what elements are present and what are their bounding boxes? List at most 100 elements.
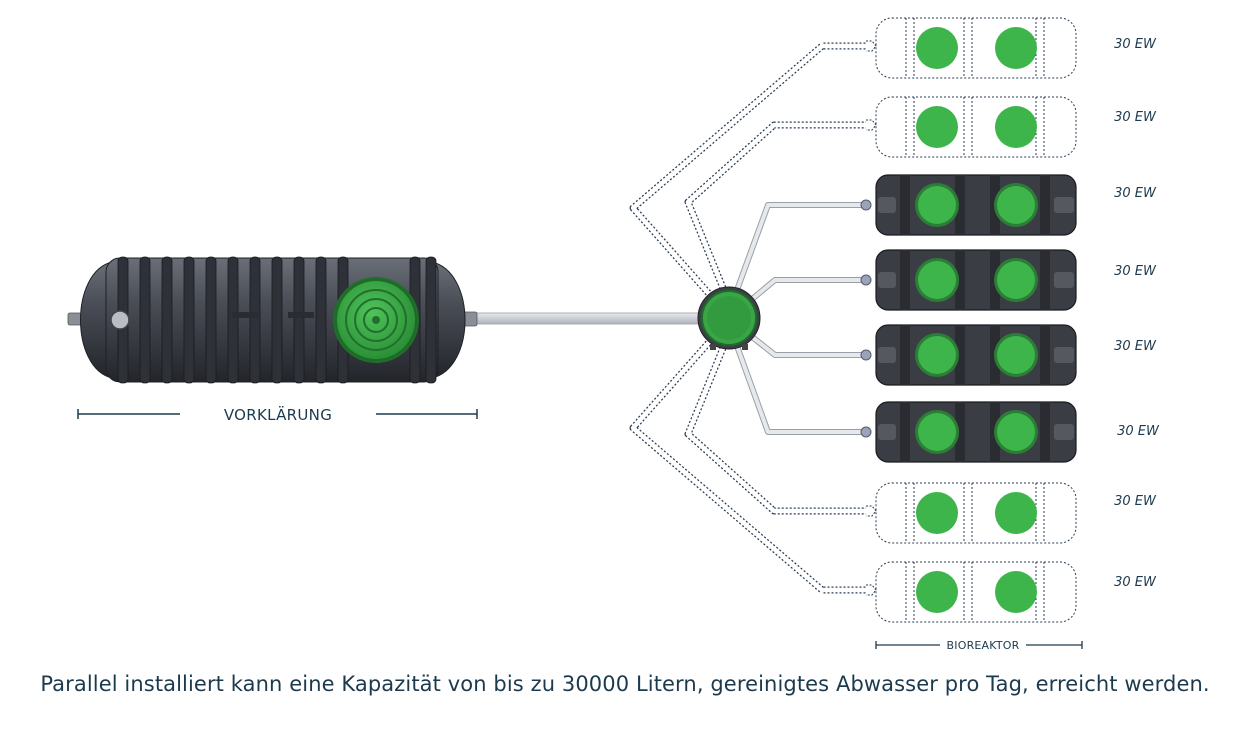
reactor-rib <box>955 175 965 235</box>
tank-rib <box>227 256 239 384</box>
reactor-lid <box>916 571 958 613</box>
tank-rib <box>139 256 151 384</box>
reactor-outlet <box>1054 197 1074 213</box>
reactor-rib <box>955 250 965 310</box>
pipe-optional-end <box>866 584 877 596</box>
tank-rib <box>205 256 217 384</box>
pipe-installed <box>734 344 862 435</box>
bioreactor-array <box>875 17 1077 623</box>
capacity-label-4: 30 EW <box>1114 264 1157 279</box>
pipe-optional-end <box>866 40 877 52</box>
tank-rib <box>161 256 173 384</box>
pipe-optional-core <box>685 347 872 514</box>
pipe-installed-core <box>735 203 862 291</box>
pipe-optional-end <box>866 505 877 517</box>
reactor-lid <box>918 261 956 299</box>
reactor-outlet <box>1054 424 1074 440</box>
pipe-connector <box>860 349 872 361</box>
tank-rib <box>288 312 314 318</box>
capacity-label-3: 30 EW <box>1114 186 1157 201</box>
bioreactor-dimension: BIOREAKTOR <box>875 639 1083 652</box>
reactor-lid <box>916 106 958 148</box>
reactor-outline <box>875 96 1077 158</box>
reactor-inlet <box>878 347 896 363</box>
reactor-lid <box>997 413 1035 451</box>
bioreactor-1 <box>875 17 1077 79</box>
pipe-connector <box>860 199 872 211</box>
reactor-rib <box>1040 325 1050 385</box>
bioreactor-8 <box>875 561 1077 623</box>
reactor-lid <box>997 186 1035 224</box>
pipe-installed-core <box>749 278 862 302</box>
installed-pipes <box>734 199 872 438</box>
bioreactor-6 <box>875 401 1077 463</box>
capacity-label-1: 30 EW <box>1114 37 1157 52</box>
pipe-installed-core <box>749 334 862 357</box>
reactor-lid <box>995 27 1037 69</box>
bioreactor-2 <box>875 96 1077 158</box>
tank-rib <box>183 256 195 384</box>
reactor-rib <box>900 402 910 462</box>
optional-pipes <box>629 40 877 596</box>
reactor-outlet <box>1054 272 1074 288</box>
reactor-inlet <box>878 424 896 440</box>
reactor-outline <box>875 17 1077 79</box>
pipe-optional-end <box>866 119 877 131</box>
pipe-optional-core <box>685 122 872 289</box>
pretreatment-dimension: VORKLÄRUNG <box>77 405 478 424</box>
pipe-installed <box>749 277 862 303</box>
reactor-lid <box>916 27 958 69</box>
capacity-label-7: 30 EW <box>1114 494 1157 509</box>
bioreactor-7 <box>875 482 1077 544</box>
pipe-installed <box>749 333 862 358</box>
bioreactor-4 <box>875 249 1077 311</box>
distributor-chamber <box>697 286 761 350</box>
reactor-rib <box>955 402 965 462</box>
reactor-rib <box>900 175 910 235</box>
bioreactor-label: BIOREAKTOR <box>947 639 1020 652</box>
reactor-lid <box>997 261 1035 299</box>
capacity-labels: 30 EW 30 EW 30 EW 30 EW 30 EW 30 EW 30 E… <box>1114 37 1160 590</box>
tank-rib <box>425 256 437 384</box>
reactor-lid <box>918 186 956 224</box>
bioreactor-3 <box>875 174 1077 236</box>
reactor-lid <box>995 106 1037 148</box>
capacity-label-8: 30 EW <box>1114 575 1157 590</box>
tank-rib <box>315 256 327 384</box>
capacity-label-6: 30 EW <box>1117 424 1160 439</box>
pipe-connector <box>860 274 872 286</box>
pipe-connector <box>860 426 872 438</box>
reactor-lid <box>916 492 958 534</box>
reactor-inlet <box>878 272 896 288</box>
tank-rib <box>271 256 283 384</box>
caption: Parallel installiert kann eine Kapazität… <box>40 672 1210 696</box>
pipe-optional-core <box>630 43 872 298</box>
pipe-installed-core <box>735 345 862 434</box>
reactor-lid <box>997 336 1035 374</box>
reactor-rib <box>1040 402 1050 462</box>
pipe-optional <box>629 42 872 299</box>
tank-rib <box>293 256 305 384</box>
reactor-outline <box>875 561 1077 623</box>
capacity-label-2: 30 EW <box>1114 110 1157 125</box>
capacity-label-5: 30 EW <box>1114 339 1157 354</box>
bioreactor-5 <box>875 324 1077 386</box>
reactor-lid <box>918 413 956 451</box>
pretreatment-tank <box>67 256 706 384</box>
tank-rib <box>249 256 261 384</box>
reactor-rib <box>900 325 910 385</box>
reactor-lid <box>918 336 956 374</box>
pretreatment-label: VORKLÄRUNG <box>224 405 332 424</box>
reactor-outlet <box>1054 347 1074 363</box>
reactor-inlet <box>878 197 896 213</box>
pipe-optional-core <box>630 338 872 593</box>
reactor-rib <box>1040 250 1050 310</box>
reactor-rib <box>900 250 910 310</box>
reactor-lid <box>995 571 1037 613</box>
tank-rib <box>232 312 258 318</box>
reactor-rib <box>1040 175 1050 235</box>
reactor-outline <box>875 482 1077 544</box>
reactor-lid <box>995 492 1037 534</box>
reactor-rib <box>955 325 965 385</box>
